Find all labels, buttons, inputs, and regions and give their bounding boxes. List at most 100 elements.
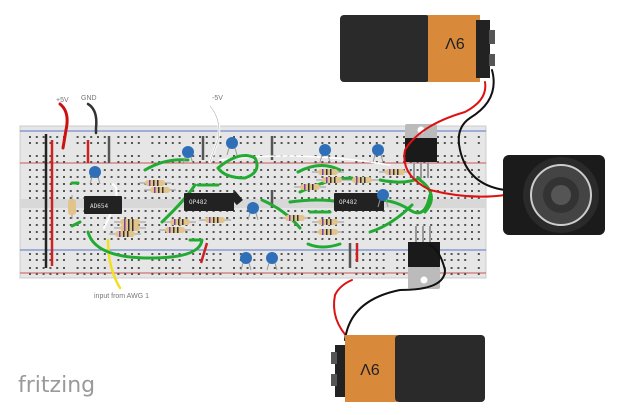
breadboard-hole <box>355 217 358 219</box>
breadboard-hole <box>294 231 297 233</box>
breadboard-hole <box>416 197 419 199</box>
breadboard-hole <box>477 183 480 185</box>
breadboard-hole <box>124 183 127 185</box>
breadboard-hole <box>443 136 446 138</box>
breadboard-hole <box>205 273 208 275</box>
breadboard-hole <box>341 267 344 269</box>
breadboard-hole <box>375 176 378 178</box>
breadboard-hole <box>341 190 344 192</box>
breadboard-hole <box>341 169 344 171</box>
breadboard-hole <box>192 190 195 192</box>
breadboard-hole <box>457 217 460 219</box>
breadboard-hole <box>287 183 290 185</box>
breadboard-hole <box>321 190 324 192</box>
breadboard-hole <box>83 142 86 144</box>
breadboard-hole <box>124 217 127 219</box>
input-label: input from AWG 1 <box>94 293 149 300</box>
breadboard-hole <box>287 136 290 138</box>
breadboard-hole <box>443 183 446 185</box>
breadboard-hole <box>63 169 65 171</box>
breadboard-hole <box>42 210 45 212</box>
breadboard-hole <box>416 183 419 185</box>
breadboard-hole <box>464 231 467 233</box>
breadboard-hole <box>403 136 405 138</box>
breadboard-hole <box>35 224 38 226</box>
breadboard-hole <box>280 161 283 163</box>
breadboard-hole <box>165 273 167 275</box>
breadboard-hole <box>49 253 52 255</box>
breadboard-hole <box>260 197 263 199</box>
breadboard-hole <box>199 259 201 261</box>
breadboard-hole <box>49 238 52 240</box>
breadboard-hole <box>199 224 201 226</box>
breadboard-hole <box>321 142 324 144</box>
breadboard-hole <box>165 238 167 240</box>
breadboard-hole <box>76 259 79 261</box>
breadboard-hole <box>443 231 446 233</box>
breadboard-hole <box>328 142 331 144</box>
breadboard-hole <box>83 253 86 255</box>
breadboard-hole <box>280 259 283 261</box>
breadboard-hole <box>76 217 79 219</box>
breadboard-hole <box>389 183 392 185</box>
breadboard-hole <box>307 231 310 233</box>
breadboard-hole <box>477 142 480 144</box>
breadboard-hole <box>389 224 392 226</box>
breadboard-hole <box>355 231 358 233</box>
breadboard-hole <box>355 161 358 163</box>
breadboard-hole <box>97 190 99 192</box>
breadboard-hole <box>246 197 249 199</box>
breadboard-hole <box>49 259 52 261</box>
breadboard-hole <box>239 183 242 185</box>
breadboard-hole <box>362 238 365 240</box>
breadboard-hole <box>362 259 365 261</box>
capacitor <box>226 137 238 156</box>
breadboard-hole <box>477 155 480 157</box>
breadboard-hole <box>49 273 52 275</box>
breadboard-hole <box>464 224 467 226</box>
breadboard-hole <box>56 259 59 261</box>
breadboard-hole <box>103 253 106 255</box>
breadboard-hole <box>246 210 249 212</box>
breadboard-hole <box>287 224 290 226</box>
breadboard-hole <box>90 142 93 144</box>
breadboard-hole <box>56 224 59 226</box>
chip-ad654-label: AD654 <box>90 203 108 210</box>
breadboard-hole <box>287 231 290 233</box>
breadboard-hole <box>35 142 38 144</box>
capacitor <box>182 146 194 165</box>
breadboard-hole <box>301 183 303 185</box>
breadboard-hole <box>409 217 412 219</box>
breadboard-hole <box>301 253 303 255</box>
breadboard-hole <box>76 169 79 171</box>
breadboard-hole <box>273 169 276 171</box>
breadboard-hole <box>273 267 276 269</box>
breadboard-hole <box>260 231 263 233</box>
breadboard-hole <box>450 238 453 240</box>
breadboard-hole <box>90 136 93 138</box>
breadboard-hole <box>226 238 229 240</box>
breadboard-hole <box>471 176 473 178</box>
breadboard-hole <box>362 161 365 163</box>
breadboard-hole <box>137 253 140 255</box>
breadboard-hole <box>273 238 276 240</box>
breadboard-hole <box>457 231 460 233</box>
breadboard-hole <box>382 267 385 269</box>
breadboard-hole <box>83 231 86 233</box>
breadboard-hole <box>178 267 181 269</box>
breadboard-hole <box>389 190 392 192</box>
breadboard-hole <box>90 190 93 192</box>
breadboard-hole <box>369 190 371 192</box>
capacitor <box>89 166 101 185</box>
breadboard-hole <box>63 273 65 275</box>
breadboard-hole <box>97 224 99 226</box>
breadboard-hole <box>328 273 331 275</box>
breadboard-hole <box>382 253 385 255</box>
breadboard-hole <box>239 190 242 192</box>
breadboard-hole <box>69 176 72 178</box>
breadboard-hole <box>29 142 31 144</box>
breadboard-hole <box>219 231 222 233</box>
breadboard-hole <box>253 183 256 185</box>
breadboard-hole <box>35 238 38 240</box>
breadboard-hole <box>287 176 290 178</box>
